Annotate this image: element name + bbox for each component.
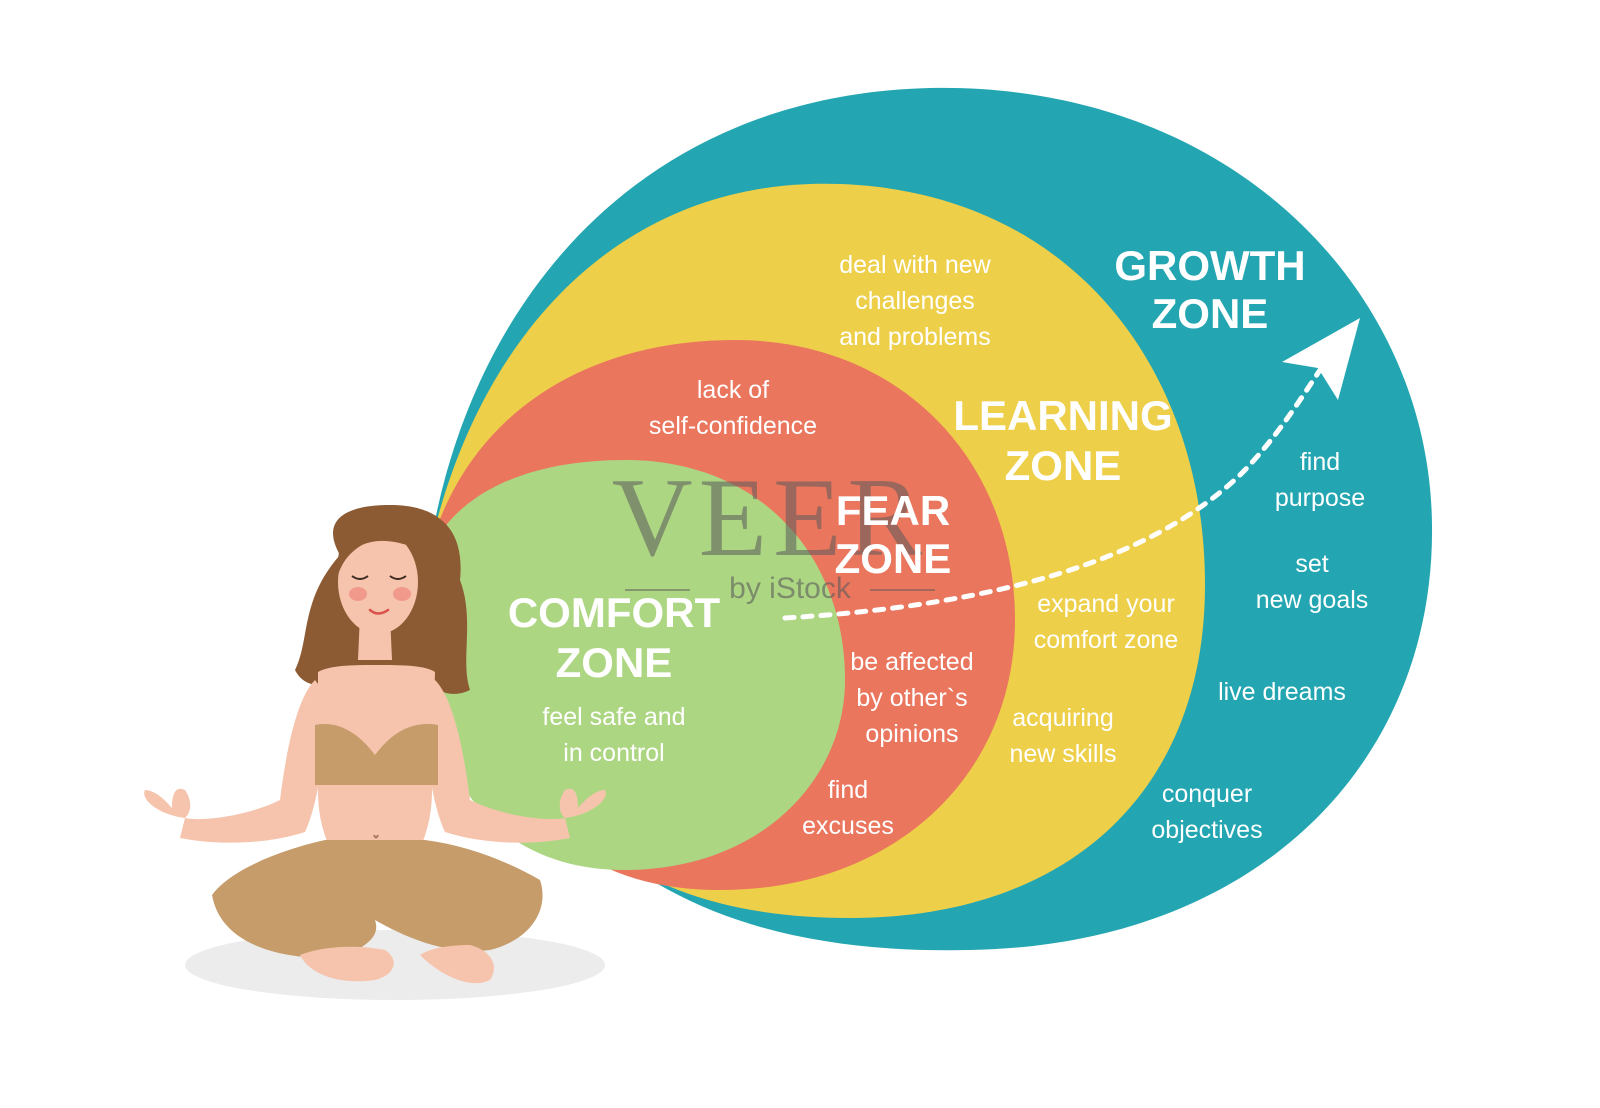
learning-zone-note-1-line: challenges <box>855 287 975 315</box>
watermark-sub: by iStock <box>729 572 852 605</box>
dotted-growth-arrow-icon <box>1282 318 1360 400</box>
growth-zone-note-1-line: find <box>1300 448 1340 476</box>
watermark-main: VEER <box>612 456 928 580</box>
learning-zone-note-3-line: new skills <box>1010 740 1117 768</box>
learning-zone-note-3-line: acquiring <box>1012 704 1113 732</box>
growth-zone-note-3: live dreams <box>1218 678 1346 706</box>
learning-zone-title-line: LEARNING <box>953 392 1172 439</box>
fear-zone-note-2-line: opinions <box>865 720 958 748</box>
growth-zone-note-1: find purpose <box>1275 448 1365 512</box>
fear-zone-note-3: find excuses <box>802 776 894 840</box>
growth-zone-note-4-line: objectives <box>1151 816 1262 844</box>
growth-zone-note-1-line: purpose <box>1275 484 1365 512</box>
watermark: VEER by iStock <box>612 456 935 605</box>
comfort-zone-title-line: ZONE <box>556 639 673 686</box>
growth-zone-note-2-line: set <box>1295 550 1328 578</box>
fear-zone-note-3-line: excuses <box>802 812 894 840</box>
growth-zone-note-4: conquer objectives <box>1151 780 1262 844</box>
learning-zone-note-2-line: expand your <box>1037 590 1175 618</box>
fear-zone-title-line: ZONE <box>835 535 952 582</box>
learning-zone-note-1: deal with new challenges and problems <box>839 251 991 351</box>
learning-zone-note-3: acquiring new skills <box>1010 704 1117 768</box>
growth-zone-note-2: set new goals <box>1256 550 1369 614</box>
learning-zone-note-1-line: and problems <box>839 323 990 351</box>
fear-zone-note-2-line: be affected <box>850 648 973 676</box>
growth-arrow-dotted-line <box>782 367 1323 621</box>
growth-zone-note-3-line: live dreams <box>1218 678 1346 706</box>
meditating-woman-icon <box>144 505 606 1000</box>
fear-zone-note-1-line: lack of <box>697 376 769 404</box>
growth-zone-note-4-line: conquer <box>1162 780 1252 808</box>
comfort-zone-note-1-line: feel safe and <box>542 703 685 731</box>
fear-zone-note-2-line: by other`s <box>856 684 967 712</box>
fear-zone-note-1-line: self-confidence <box>649 412 817 440</box>
comfort-zone-note-1-line: in control <box>563 739 664 767</box>
learning-zone-note-2-line: comfort zone <box>1034 626 1179 654</box>
comfort-zone-note-1: feel safe and in control <box>542 703 685 767</box>
comfort-zone-shape <box>430 460 845 870</box>
growth-zone-title-line: GROWTH <box>1114 242 1305 289</box>
fear-zone-title-line: FEAR <box>836 487 950 534</box>
growth-zone-title-line: ZONE <box>1152 290 1269 337</box>
growth-zone-note-2-line: new goals <box>1256 586 1369 614</box>
fear-zone-note-3-line: find <box>828 776 868 804</box>
learning-zone-title-line: ZONE <box>1005 442 1122 489</box>
fear-zone-note-2: be affected by other`s opinions <box>850 648 973 748</box>
learning-zone-note-1-line: deal with new <box>839 251 991 279</box>
fear-zone-note-1: lack of self-confidence <box>649 376 817 440</box>
learning-zone-note-2: expand your comfort zone <box>1034 590 1179 654</box>
comfort-zone-title-line: COMFORT <box>508 589 721 636</box>
